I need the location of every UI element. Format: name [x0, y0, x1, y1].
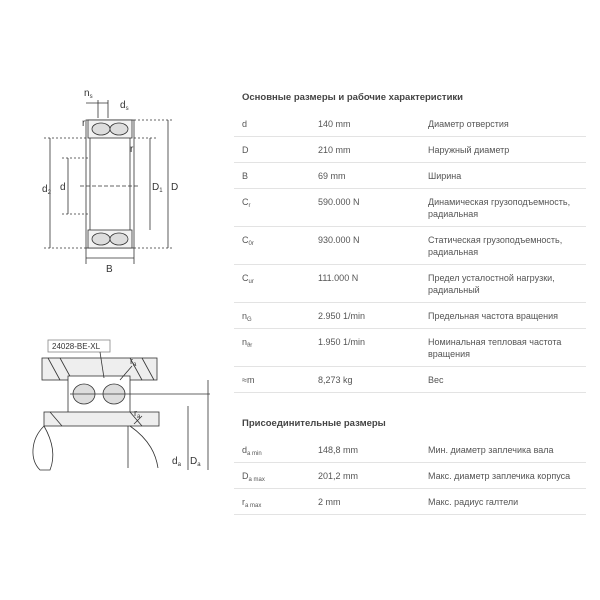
- table-row: da min 148,8 mm Мин. диаметр заплечика вал…: [234, 436, 586, 463]
- label-Da: Da: [190, 456, 201, 468]
- parameter-value: 210 mm: [318, 145, 351, 155]
- parameter-symbol: Cur: [242, 273, 254, 285]
- parameter-symbol: ra max: [242, 497, 262, 509]
- parameter-description: Макс. диаметр заплечика корпуса: [428, 471, 571, 481]
- parameter-symbol: nG: [242, 311, 252, 323]
- parameter-symbol: d: [242, 119, 248, 129]
- label-ra1: ra: [130, 356, 137, 368]
- parameter-description: Предел усталостной нагрузки, радиальный: [428, 273, 555, 295]
- parameter-symbol: B: [242, 171, 249, 181]
- section-title-main-dimensions: Основные размеры и рабочие характеристик…: [242, 92, 464, 103]
- parameter-description: Наружный диаметр: [428, 145, 510, 155]
- label-d2: d2: [42, 184, 52, 196]
- table-row: C0r 930.000 N Статическая грузоподъемность…: [234, 226, 586, 265]
- label-r2: r: [130, 144, 134, 155]
- parameter-value: 201,2 mm: [318, 471, 359, 481]
- parameter-description: Ширина: [428, 171, 462, 181]
- parameter-value: 140 mm: [318, 119, 351, 129]
- label-da: da: [172, 456, 182, 468]
- table-row: B 69 mm Ширина: [234, 162, 586, 189]
- parameter-description: Динамическая грузоподъемность, радиальна…: [428, 197, 571, 219]
- table-row: Da max 201,2 mm Макс. диаметр заплечика ко…: [234, 462, 586, 489]
- table-row: nG 2.950 1/min Предельная частота вращения: [234, 302, 586, 329]
- bottom-mounting-diagram: [32, 339, 210, 471]
- label-ds: ds: [120, 100, 129, 112]
- parameter-description: Предельная частота вращения: [428, 311, 559, 321]
- table-row: d 140 mm Диаметр отверстия: [234, 110, 586, 137]
- table-row: ≈m 8,273 kg Вес: [234, 366, 586, 393]
- parameter-value: 930.000 N: [318, 235, 360, 245]
- parameter-description: Мин. диаметр заплечика вала: [428, 445, 554, 455]
- section-title-mounting-dimensions: Присоединительные размеры: [242, 418, 386, 429]
- parameter-symbol: ≈m: [242, 375, 255, 385]
- label-D: D: [171, 182, 178, 193]
- label-B: B: [106, 264, 113, 275]
- parameter-symbol: nϑr: [242, 337, 253, 349]
- parameter-value: 8,273 kg: [318, 375, 353, 385]
- parameter-symbol: Da max: [242, 471, 265, 483]
- parameter-value: 1.950 1/min: [318, 337, 366, 347]
- parameter-value: 148,8 mm: [318, 445, 359, 455]
- bottom-diagram-labels: 24028-BE-XL ra ra da Da: [52, 342, 201, 468]
- parameter-value: 69 mm: [318, 171, 346, 181]
- parameter-description: Макс. радиус галтели: [428, 497, 519, 507]
- bearing-drawing: ns ds r r d2 d D1 D B 24028-BE-XL: [32, 88, 210, 471]
- parameter-description: Вес: [428, 375, 444, 385]
- parameter-symbol: Cr: [242, 197, 251, 209]
- top-bearing-diagram: [44, 100, 174, 264]
- bearing-code-label: 24028-BE-XL: [52, 342, 101, 351]
- parameter-symbol: D: [242, 145, 249, 155]
- parameter-value: 590.000 N: [318, 197, 360, 207]
- parameter-value: 2 mm: [318, 497, 341, 507]
- top-diagram-labels: ns ds r r d2 d D1 D B: [42, 88, 178, 275]
- label-ra2: ra: [134, 408, 141, 420]
- label-ns: ns: [84, 88, 93, 100]
- table-row: ra max 2 mm Макс. радиус галтели: [234, 488, 586, 515]
- parameter-symbol: da min: [242, 445, 262, 457]
- parameter-description: Номинальная тепловая частота вращения: [428, 337, 562, 359]
- table-row: D 210 mm Наружный диаметр: [234, 136, 586, 163]
- parameter-value: 111.000 N: [318, 273, 359, 283]
- parameter-symbol: C0r: [242, 235, 254, 247]
- parameter-description: Диаметр отверстия: [428, 119, 509, 129]
- label-d: d: [60, 182, 66, 193]
- label-r1: r: [82, 118, 86, 129]
- parameter-description: Статическая грузоподъемность, радиальная: [428, 235, 563, 257]
- table-row: Cr 590.000 N Динамическая грузоподъемность…: [234, 188, 586, 227]
- table-row: nϑr 1.950 1/min Номинальная тепловая часто…: [234, 328, 586, 367]
- label-D1: D1: [152, 182, 163, 194]
- parameter-value: 2.950 1/min: [318, 311, 366, 321]
- table-row: Cur 111.000 N Предел усталостной нагрузки,…: [234, 264, 586, 303]
